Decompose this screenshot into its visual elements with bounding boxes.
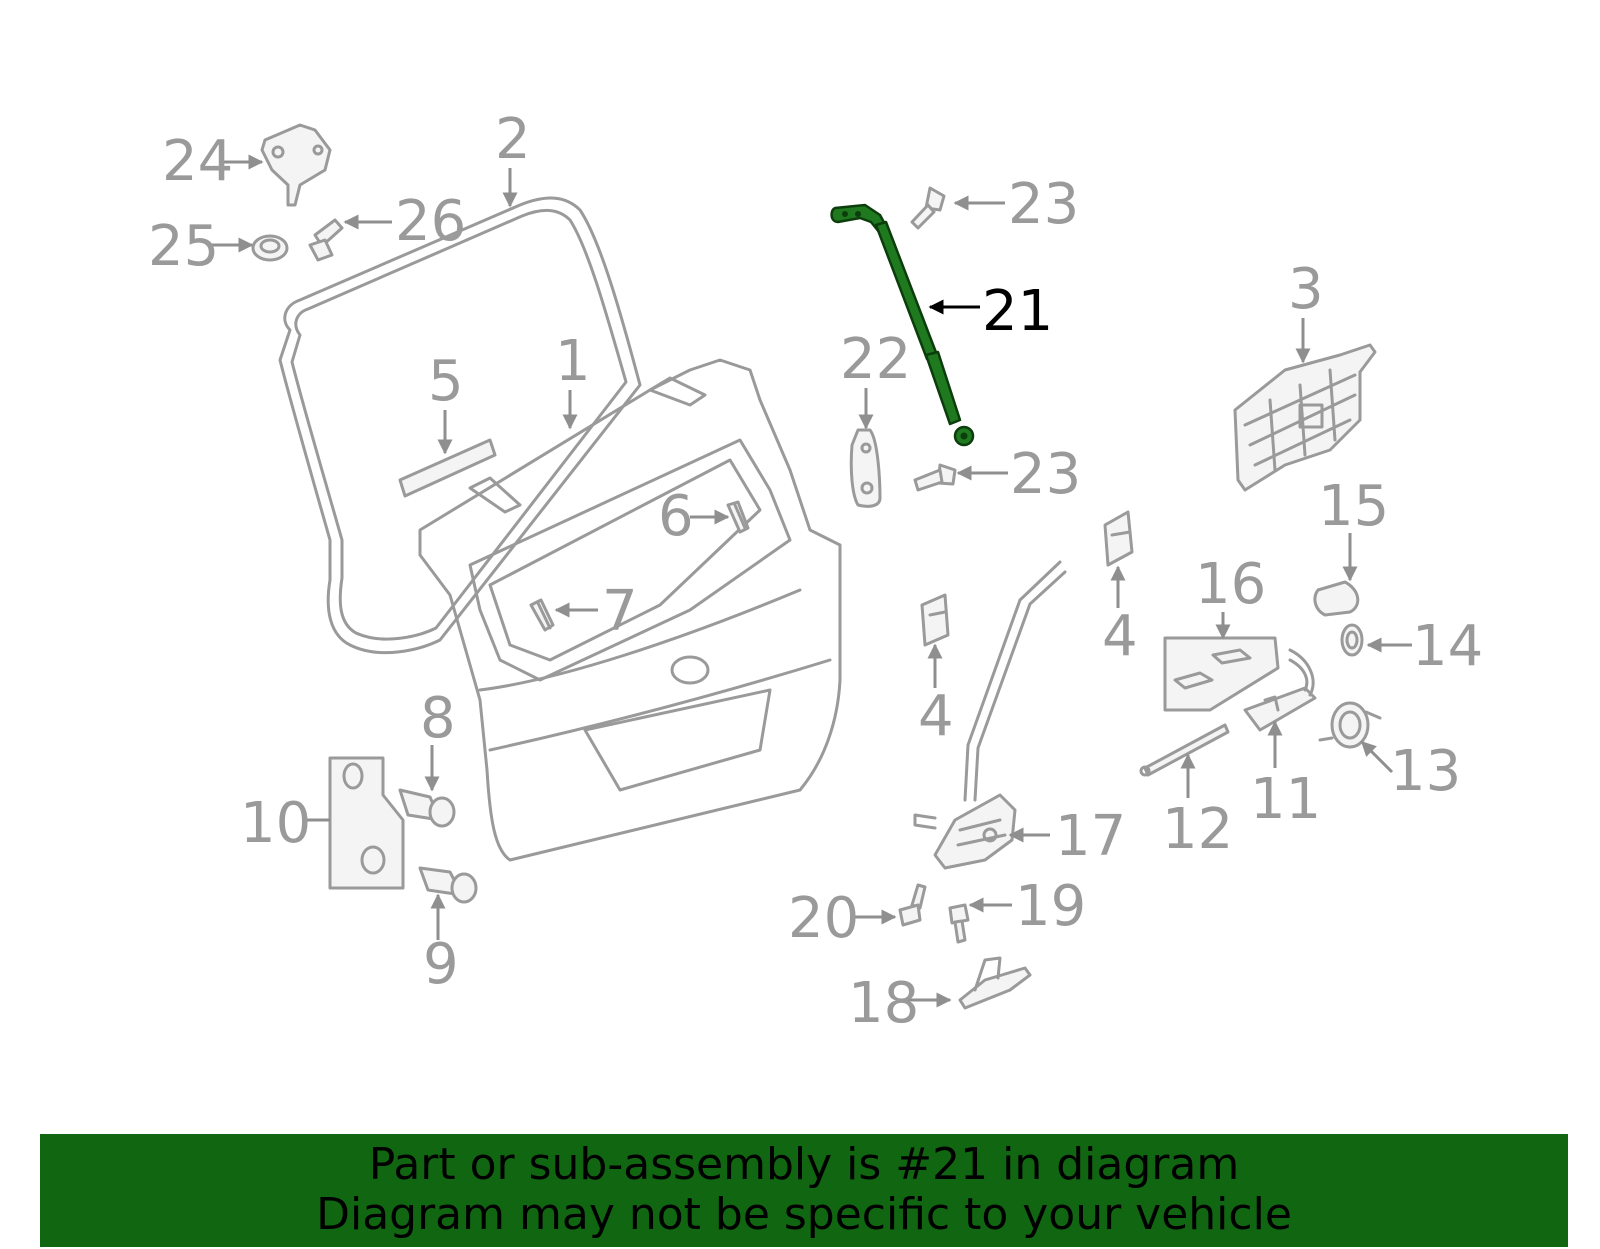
callout-4-right: 4 bbox=[1102, 604, 1138, 669]
callout-17: 17 bbox=[1055, 804, 1126, 869]
part-4-clip-right bbox=[1103, 510, 1134, 567]
callout-21: 21 bbox=[982, 279, 1053, 344]
part-19-bolt bbox=[948, 903, 970, 944]
callout-25: 25 bbox=[148, 214, 219, 279]
callout-9: 9 bbox=[423, 932, 459, 997]
callout-labels: 2 1 5 6 7 24 25 26 23 21 22 23 3 4 4 16 … bbox=[148, 107, 1483, 1036]
callout-1: 1 bbox=[555, 329, 591, 394]
callout-3: 3 bbox=[1288, 257, 1324, 322]
part-14-washer bbox=[1340, 623, 1364, 657]
part-15-cap bbox=[1313, 580, 1360, 617]
part-20-bolt bbox=[898, 883, 927, 927]
banner-line-1: Part or sub-assembly is #21 in diagram bbox=[368, 1139, 1240, 1190]
callout-6: 6 bbox=[658, 484, 694, 549]
callout-23-upper: 23 bbox=[1008, 172, 1079, 237]
callout-13: 13 bbox=[1390, 739, 1461, 804]
callout-20: 20 bbox=[788, 886, 859, 951]
callout-22: 22 bbox=[840, 327, 911, 392]
callout-12: 12 bbox=[1162, 797, 1233, 862]
part-3-control-module bbox=[1233, 343, 1377, 492]
part-11-handle bbox=[1243, 648, 1317, 732]
part-5-molding-strip bbox=[398, 438, 497, 498]
callout-7: 7 bbox=[602, 579, 638, 644]
part-8-bumper bbox=[398, 788, 456, 828]
part-2-weatherstrip bbox=[278, 196, 642, 655]
part-13-spring bbox=[1318, 701, 1382, 749]
callout-10: 10 bbox=[240, 791, 311, 856]
callout-19: 19 bbox=[1015, 874, 1086, 939]
part-17-latch bbox=[913, 560, 1067, 870]
part-21-gas-strut bbox=[830, 203, 975, 447]
info-banner: Part or sub-assembly is #21 in diagram D… bbox=[40, 1134, 1568, 1247]
part-23-bolt-lower bbox=[913, 463, 957, 492]
callout-8: 8 bbox=[420, 686, 456, 751]
part-4-clip-left bbox=[920, 593, 950, 647]
callout-15: 15 bbox=[1318, 474, 1389, 539]
part-22-bracket bbox=[849, 428, 882, 508]
callout-16: 16 bbox=[1195, 552, 1266, 617]
part-1-liftgate bbox=[418, 358, 842, 862]
callout-11: 11 bbox=[1250, 767, 1321, 832]
part-18-striker bbox=[958, 956, 1032, 1010]
part-23-bolt-upper bbox=[910, 186, 946, 230]
callout-18: 18 bbox=[848, 971, 919, 1036]
callout-4-left: 4 bbox=[918, 684, 954, 749]
part-9-bumper bbox=[418, 866, 478, 904]
callout-2: 2 bbox=[495, 107, 531, 172]
callout-23-lower: 23 bbox=[1010, 442, 1081, 507]
part-26-bolt bbox=[308, 218, 344, 262]
part-12-rod bbox=[1139, 723, 1230, 777]
part-16-pad bbox=[1163, 636, 1280, 712]
part-7-clip bbox=[529, 598, 555, 632]
leader-lines bbox=[210, 154, 1412, 1008]
callout-14: 14 bbox=[1412, 614, 1483, 679]
part-25-nut bbox=[251, 234, 289, 262]
banner-line-2: Diagram may not be specific to your vehi… bbox=[316, 1189, 1292, 1240]
callout-26: 26 bbox=[395, 189, 466, 254]
part-10-plate bbox=[328, 756, 405, 890]
callout-24: 24 bbox=[162, 129, 233, 194]
part-6-clip bbox=[726, 500, 750, 534]
callout-5: 5 bbox=[428, 349, 464, 414]
part-24-hinge bbox=[260, 123, 332, 207]
